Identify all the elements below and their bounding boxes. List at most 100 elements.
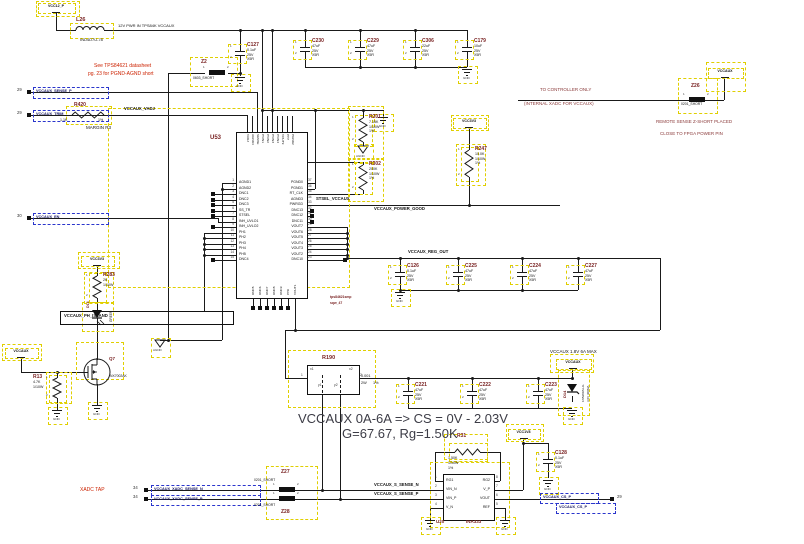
short-Z28[interactable] <box>279 496 295 501</box>
wire <box>17 357 25 358</box>
wire <box>435 452 455 453</box>
wire <box>104 30 467 31</box>
cap-pin1: 1 <box>398 384 400 388</box>
u53-pin-name: PH4 <box>239 246 246 250</box>
agnd-symbol[interactable] <box>357 145 369 154</box>
resistor-R31[interactable] <box>454 448 481 456</box>
power-flag-VCC12_P[interactable] <box>38 3 76 14</box>
junction-dot <box>339 498 342 501</box>
wire <box>465 127 473 128</box>
res-value: 2K <box>103 278 108 282</box>
wire <box>403 391 413 392</box>
res-ref: R247 <box>475 146 487 152</box>
r190-x1: x1 <box>310 367 314 371</box>
wire <box>257 116 258 132</box>
cap-pin2: 2 <box>457 51 459 55</box>
resistor-symbol[interactable] <box>358 164 368 191</box>
net-label-VCCAUX_S_SENSE_P: VCCAUX_S_SENSE_P <box>374 491 419 496</box>
fet-ref: Q7 <box>109 356 116 361</box>
port-VCCAUX_SENSE_P[interactable] <box>33 87 109 99</box>
wire <box>97 356 98 359</box>
u53-pin-num: 35 <box>308 188 312 193</box>
wire <box>306 194 363 195</box>
cap-value: 25V <box>415 392 422 397</box>
wire <box>721 77 729 78</box>
wire <box>380 120 386 121</box>
res-value: 1/10W <box>448 461 459 465</box>
ic-U20[interactable] <box>443 474 495 521</box>
u53-pin-name: VOUT3 <box>291 246 303 250</box>
highlight-box <box>76 342 124 380</box>
net-label-STSEL_VCCAUX: STSEL_VCCAUX <box>316 196 350 201</box>
short-Z27[interactable] <box>279 487 295 492</box>
wire <box>285 330 286 378</box>
resistor-R190[interactable] <box>307 365 360 395</box>
wire <box>469 127 470 150</box>
res-value: 1% <box>448 466 454 470</box>
short-Z26[interactable] <box>689 97 705 102</box>
wire <box>214 194 236 195</box>
short-pin1: 1 <box>273 482 275 486</box>
ic-U53[interactable] <box>236 132 308 299</box>
r190-kelvin-stub <box>340 375 342 393</box>
u20-pin-name: REF <box>482 505 490 509</box>
wire <box>430 508 443 509</box>
wire <box>504 526 506 527</box>
resistor-R302 <box>355 162 373 195</box>
wire <box>204 255 236 256</box>
highlight-box <box>84 272 114 304</box>
power-flag-VCC3V3[interactable] <box>81 256 115 267</box>
u53-pin-num: 28 <box>308 227 312 232</box>
short-Z2[interactable] <box>209 70 225 75</box>
inductor-L26[interactable] <box>75 26 105 33</box>
cap-value: X5R <box>479 397 486 402</box>
wire <box>397 295 403 296</box>
wire <box>572 368 573 378</box>
wire <box>355 51 365 52</box>
wire <box>453 276 463 277</box>
port-label: VCCAUX_XADC_SENSE_P <box>154 497 203 501</box>
cap-value: X5R <box>422 53 429 58</box>
resistor-symbol[interactable] <box>51 377 63 399</box>
u53-pin-name: SS_TR <box>239 208 251 212</box>
u53-pin-num: 25 <box>308 243 312 248</box>
power-flag-VCCAUX[interactable] <box>708 68 744 79</box>
u53-pin-num: 14 <box>230 249 234 254</box>
u20-pin-num: 7 <box>496 484 498 488</box>
netlabel-VCCAUX_CS_P[interactable] <box>540 493 599 504</box>
zener-ref: D14 <box>562 390 567 398</box>
cap-ref: C224 <box>529 263 541 269</box>
resistor-symbol[interactable] <box>358 117 368 143</box>
res-value: 1/10W <box>369 171 380 176</box>
power-flag-VCC1V8[interactable] <box>508 429 541 440</box>
wire <box>83 372 88 373</box>
highlight-box <box>456 144 486 186</box>
res-pin2: 2 <box>86 293 88 297</box>
resistor-R420[interactable] <box>71 111 105 119</box>
gnd-label: GND <box>379 124 386 128</box>
zener-D14[interactable] <box>567 384 580 396</box>
cap-value: X5R <box>585 278 592 283</box>
wire <box>204 233 236 234</box>
power-flag-VCC3V3[interactable] <box>453 118 487 129</box>
resistor-symbol[interactable] <box>91 275 103 299</box>
cap-pin1: 1 <box>295 40 297 44</box>
port-VCCAUX_XADC_SENSE_P[interactable] <box>151 495 261 506</box>
wire <box>547 486 549 487</box>
power-flag-VCCAUX[interactable] <box>5 348 39 359</box>
port-VCCAUX_TRIM[interactable] <box>33 110 109 122</box>
u20-pin-num: 1 <box>435 475 437 479</box>
power-flag-VCCAUX[interactable] <box>556 359 592 370</box>
port-VCCAUX_EN[interactable] <box>33 213 109 225</box>
agnd-symbol[interactable] <box>154 339 166 348</box>
resistor-symbol[interactable] <box>464 149 474 178</box>
port-number: 34 <box>133 494 138 499</box>
wire <box>571 416 573 417</box>
wire <box>240 30 241 51</box>
wire <box>505 508 506 520</box>
u53-pin-name: PWRGD <box>289 202 303 206</box>
wire <box>168 73 205 74</box>
junction-dot <box>321 489 324 492</box>
junction-dot <box>346 248 349 251</box>
